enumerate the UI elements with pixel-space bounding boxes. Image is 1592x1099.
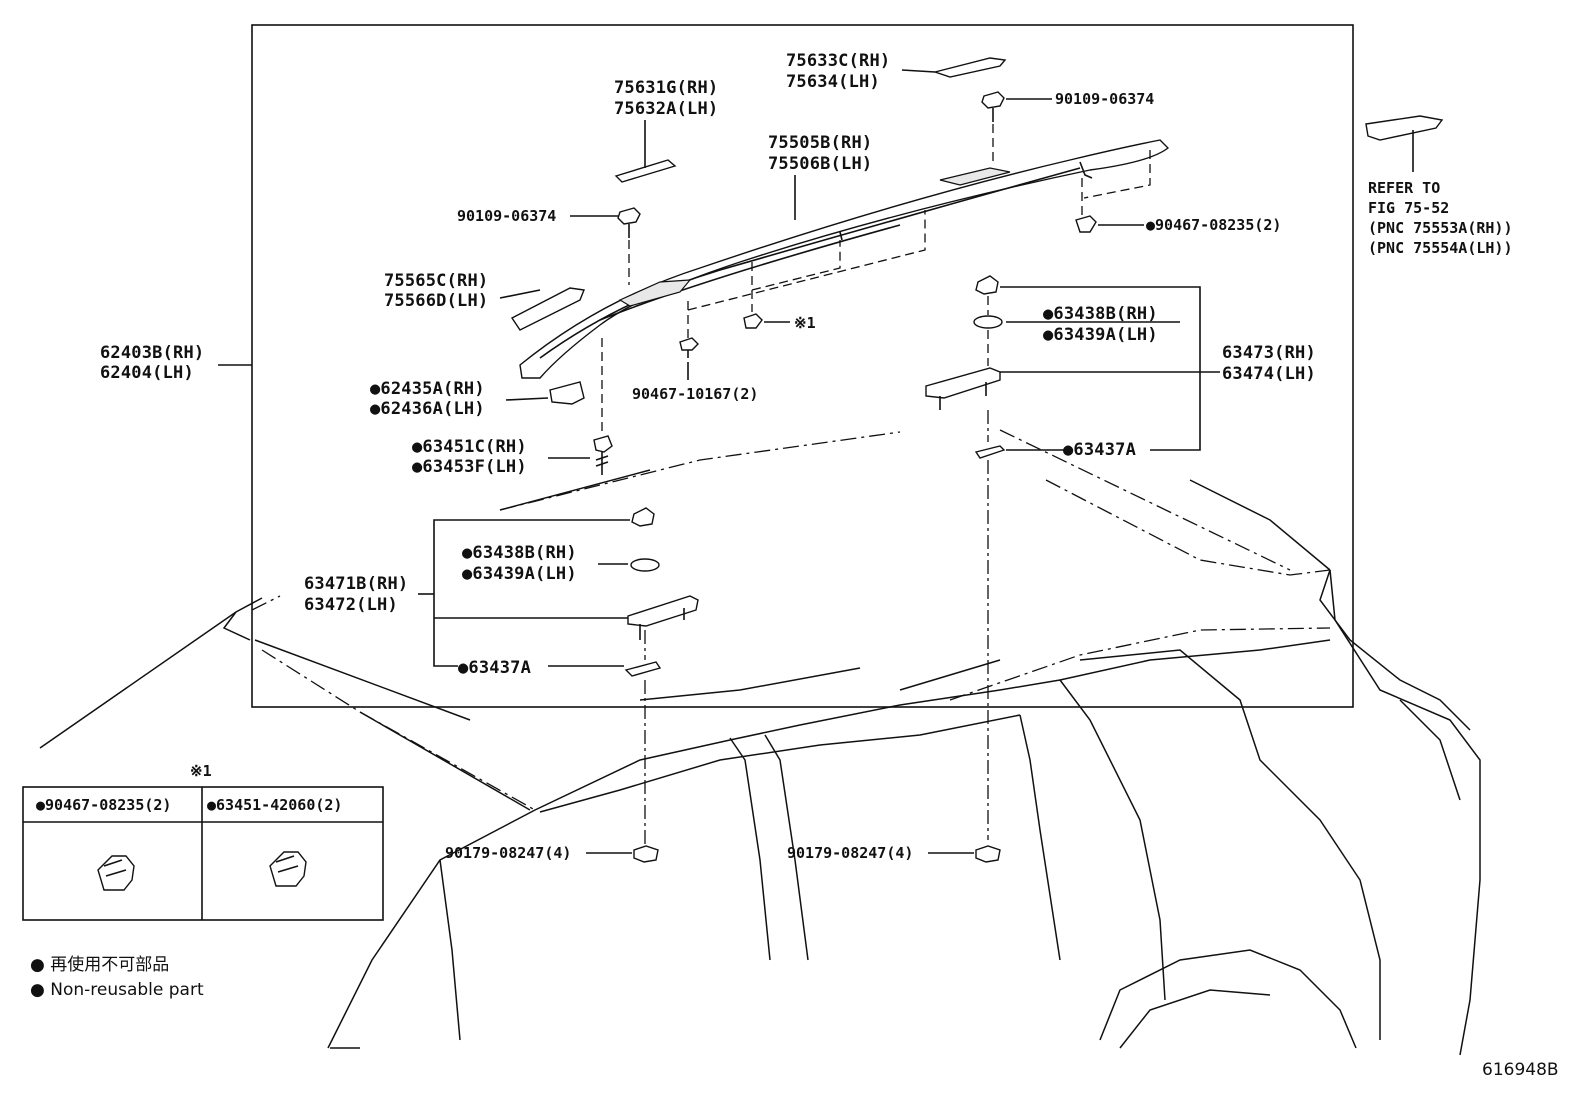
- label-63438b-left: ●63438B(RH): [462, 543, 577, 563]
- stud-bolt: [593, 435, 613, 475]
- label-62404: 62404(LH): [100, 363, 194, 383]
- label-75631g: 75631G(RH): [614, 78, 718, 98]
- label-63438b-right: ●63438B(RH): [1043, 304, 1158, 324]
- label-75633c: 75633C(RH): [786, 51, 890, 71]
- refer-line-2: FIG 75-52: [1368, 199, 1449, 217]
- roof-rail: [519, 139, 1170, 379]
- label-63437a-right: ●63437A: [1063, 440, 1136, 460]
- rail-cover-center: [614, 159, 677, 183]
- bracket-group-right: [925, 275, 1006, 459]
- label-75632a: 75632A(LH): [614, 99, 718, 119]
- label-ref1: ※1: [794, 314, 816, 332]
- inset-col1-label: ●90467-08235(2): [36, 796, 171, 814]
- label-63451c: ●63451C(RH): [412, 437, 527, 457]
- inset-col2-label: ●63451-42060(2): [207, 796, 342, 814]
- legend-english: ● Non-reusable part: [30, 980, 204, 1000]
- label-90109-top: 90109-06374: [1055, 90, 1154, 108]
- nut-left: [633, 845, 659, 863]
- inset-mark: ※1: [190, 762, 212, 780]
- refer-line-3: (PNC 75553A(RH)): [1368, 219, 1513, 237]
- referenced-cover-part: [1365, 115, 1444, 141]
- inset-table: [22, 786, 384, 921]
- label-90109-left: 90109-06374: [457, 207, 556, 225]
- label-63453f: ●63453F(LH): [412, 457, 527, 477]
- label-62435a: ●62435A(RH): [370, 379, 485, 399]
- label-75505b: 75505B(RH): [768, 133, 872, 153]
- label-63439a-right: ●63439A(LH): [1043, 325, 1158, 345]
- bolt-top: [981, 91, 1005, 122]
- rail-end-cover-front: [510, 287, 585, 331]
- rail-end-pad: [549, 381, 585, 405]
- rail-end-cover-rear: [932, 57, 1007, 78]
- legend-japanese: ● 再使用不可部品: [30, 954, 169, 975]
- label-63474: 63474(LH): [1222, 364, 1316, 384]
- refer-line-1: REFER TO: [1368, 179, 1440, 197]
- label-62403b: 62403B(RH): [100, 343, 204, 363]
- label-75565c: 75565C(RH): [384, 271, 488, 291]
- label-63473: 63473(RH): [1222, 343, 1316, 363]
- clip-right: [1075, 215, 1097, 233]
- clip-center: [743, 313, 763, 329]
- label-63437a-left: ●63437A: [458, 658, 531, 678]
- bracket-group-left: [624, 507, 699, 677]
- label-90467-10167: 90467-10167(2): [632, 385, 758, 403]
- label-75566d: 75566D(LH): [384, 291, 488, 311]
- bolt-left: [617, 207, 641, 238]
- label-90467-08235: ●90467-08235(2): [1146, 216, 1281, 234]
- label-63472: 63472(LH): [304, 595, 398, 615]
- nut-right: [975, 845, 1001, 863]
- label-90179-left: 90179-08247(4): [445, 844, 571, 862]
- vehicle-outline: [39, 429, 1481, 1056]
- refer-line-4: (PNC 75554A(LH)): [1368, 239, 1513, 257]
- label-62436a: ●62436A(LH): [370, 399, 485, 419]
- label-75634: 75634(LH): [786, 72, 880, 92]
- label-63471b: 63471B(RH): [304, 574, 408, 594]
- label-75506b: 75506B(LH): [768, 154, 872, 174]
- label-90179-right: 90179-08247(4): [787, 844, 913, 862]
- clip-lower: [679, 337, 699, 358]
- label-63439a-left: ●63439A(LH): [462, 564, 577, 584]
- figure-id: 616948B: [1482, 1060, 1559, 1080]
- assembly-frame: [251, 24, 1354, 708]
